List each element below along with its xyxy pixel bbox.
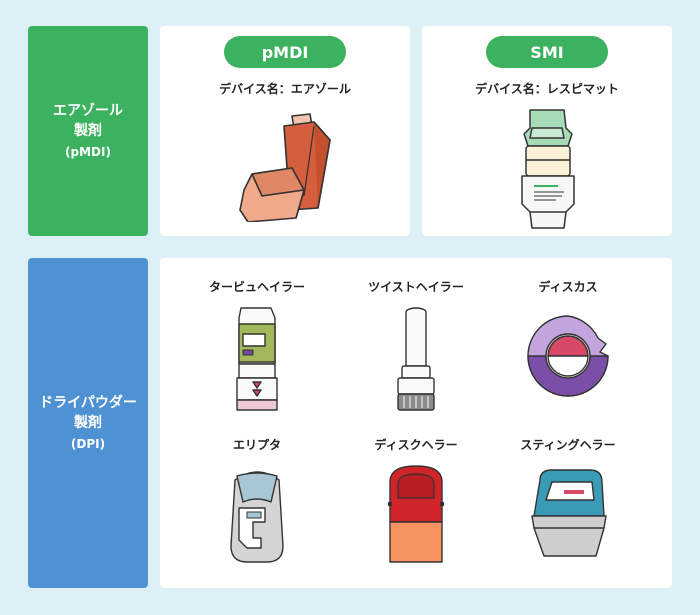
dpi-device-ellipta: エリプタ <box>182 436 332 566</box>
category-aerosol-line2: 製剤 <box>74 123 102 140</box>
dpi-device-turbuhaler: タービュヘイラー <box>182 278 332 416</box>
ellipta-illustration <box>230 471 284 563</box>
turbuhaler-illustration <box>236 307 278 411</box>
stinghaler-illustration <box>531 469 607 557</box>
pmdi-device-name: デバイス名：エアゾール <box>219 82 351 96</box>
dpi-device-diskus: ディスカス <box>493 278 643 398</box>
diskus-illustration <box>527 315 609 397</box>
diskus-label: ディスカス <box>538 280 598 294</box>
smi-badge: SMI <box>486 36 608 68</box>
category-dpi-line3: (DPI) <box>70 436 106 451</box>
dpi-device-stinghaler: スティングヘラー <box>493 436 643 562</box>
category-dpi-line2: 製剤 <box>74 415 102 432</box>
category-dpi-line1: ドライパウダー <box>39 395 137 411</box>
ellipta-label: エリプタ <box>232 438 281 452</box>
pmdi-badge: pMDI <box>224 36 346 68</box>
respimat-inhaler-illustration <box>521 109 575 229</box>
smi-device-name: デバイス名：レスピマット <box>475 82 619 96</box>
category-dpi: ドライパウダー 製剤 (DPI) <box>28 258 148 588</box>
dpi-device-twisthaler: ツイストヘイラー <box>341 278 491 416</box>
smi-panel: SMI デバイス名：レスピマット <box>422 26 672 236</box>
category-aerosol-line1: エアゾール <box>53 103 123 119</box>
twisthaler-label: ツイストヘイラー <box>368 280 464 294</box>
dpi-device-diskhaler: ディスクヘラー <box>341 436 491 566</box>
twisthaler-illustration <box>397 307 435 411</box>
pmdi-panel: pMDI デバイス名：エアゾール <box>160 26 410 236</box>
category-aerosol-line3: (pMDI) <box>65 144 111 159</box>
diskhaler-illustration <box>388 465 444 563</box>
aerosol-inhaler-illustration <box>239 113 331 222</box>
diskhaler-label: ディスクヘラー <box>374 438 458 452</box>
stinghaler-label: スティングヘラー <box>520 438 616 452</box>
turbuhaler-label: タービュヘイラー <box>208 280 305 294</box>
dpi-panel: タービュヘイラー ツイストヘイラー <box>160 258 672 588</box>
category-aerosol: エアゾール 製剤 (pMDI) <box>28 26 148 236</box>
